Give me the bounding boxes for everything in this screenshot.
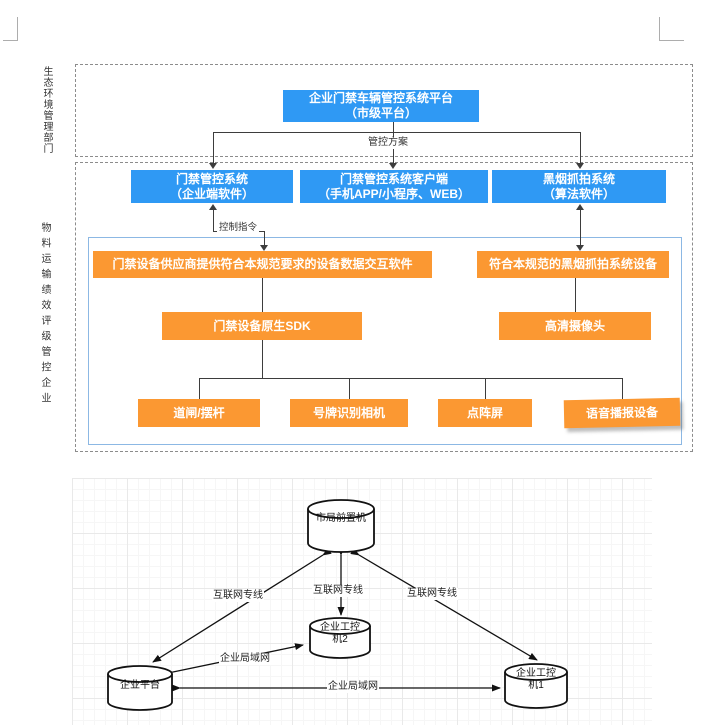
connector-line [262, 278, 263, 312]
section-box-enterprise [75, 162, 693, 452]
page-corner-mark-right [659, 17, 684, 41]
connector-line [580, 210, 581, 245]
section-label-eco-env-dept: 生态环境管理部门 [41, 66, 52, 154]
node-plate-camera: 号牌识别相机 [290, 399, 408, 427]
node-smoke-system-line2: （算法软件） [542, 186, 615, 201]
edge-label-lan-lower: 企业局域网 [327, 681, 379, 693]
connector-line [262, 340, 263, 378]
edge-label-command: 控制指令 [217, 222, 260, 234]
arrow-internet-right [350, 547, 538, 661]
arrowhead-down [209, 163, 217, 169]
connector-line [213, 210, 214, 231]
connector-line [580, 132, 581, 163]
cylinder-label-ipc2: 企业工控机2 [320, 622, 360, 645]
node-city-platform-line1: 企业门禁车辆管控系统平台 [308, 91, 453, 105]
connector-line [213, 132, 214, 163]
node-voice-device: 语音播报设备 [563, 397, 681, 429]
cylinder-label-enterprise-platform: 企业平台 [120, 680, 160, 691]
section-box-government [75, 64, 693, 157]
connector-line [575, 278, 576, 312]
node-client: 门禁管控系统客户端 （手机APP/小程序、WEB） [300, 170, 488, 203]
node-access-system-line2: （企业端软件） [169, 186, 254, 201]
cylinder-ipc2 [309, 617, 371, 659]
node-dot-matrix-screen: 点阵屏 [438, 399, 532, 427]
node-vendor-software: 门禁设备供应商提供符合本规范要求的设备数据交互软件 [93, 251, 432, 278]
arrowhead-up [576, 204, 584, 210]
arrowhead-down [576, 245, 584, 251]
node-city-platform: 企业门禁车辆管控系统平台 （市级平台） [283, 90, 479, 122]
node-smoke-system-line1: 黑烟抓拍系统 [542, 171, 615, 186]
arrowhead-down [260, 245, 268, 251]
connector-line [199, 378, 623, 379]
arrowhead-up [209, 204, 217, 210]
page-corner-mark-left [3, 17, 18, 41]
node-barrier-gate: 道闸/摆杆 [138, 399, 260, 427]
arrowhead-down [389, 163, 397, 169]
cylinder-enterprise-platform [107, 665, 173, 711]
section-label-enterprise: 物料运输绩效评级管控企业 [39, 222, 50, 408]
edge-label-plan: 管控方案 [366, 137, 410, 149]
arrowhead-down [576, 163, 584, 169]
node-client-line1: 门禁管控系统客户端 [339, 171, 448, 186]
connector-line [264, 231, 265, 245]
node-sdk: 门禁设备原生SDK [162, 312, 362, 340]
node-access-system: 门禁管控系统 （企业端软件） [131, 170, 293, 203]
node-client-line2: （手机APP/小程序、WEB） [317, 186, 470, 201]
cylinder-label-ipc1: 企业工控机1 [516, 668, 556, 691]
edge-label-internet-center: 互联网专线 [312, 585, 364, 597]
edge-label-lan-upper: 企业局域网 [219, 653, 271, 665]
connector-line [622, 378, 623, 399]
device-area-box [88, 237, 682, 445]
cylinder-ipc1 [504, 663, 568, 709]
connector-line [213, 132, 581, 133]
connector-line [199, 378, 200, 399]
node-smoke-device: 符合本规范的黑烟抓拍系统设备 [477, 251, 669, 278]
node-hd-camera: 高清摄像头 [499, 312, 651, 340]
cylinder-label-city-frontend: 市局前置机 [316, 513, 366, 524]
node-city-platform-line2: （市级平台） [344, 106, 417, 120]
node-smoke-system: 黑烟抓拍系统 （算法软件） [492, 170, 666, 203]
connector-line [485, 378, 486, 399]
connector-line [349, 378, 350, 399]
cylinder-city-frontend [307, 499, 375, 553]
edge-label-internet-right: 互联网专线 [406, 588, 458, 600]
edge-label-internet-left: 互联网专线 [212, 590, 264, 602]
node-access-system-line1: 门禁管控系统 [175, 171, 248, 186]
